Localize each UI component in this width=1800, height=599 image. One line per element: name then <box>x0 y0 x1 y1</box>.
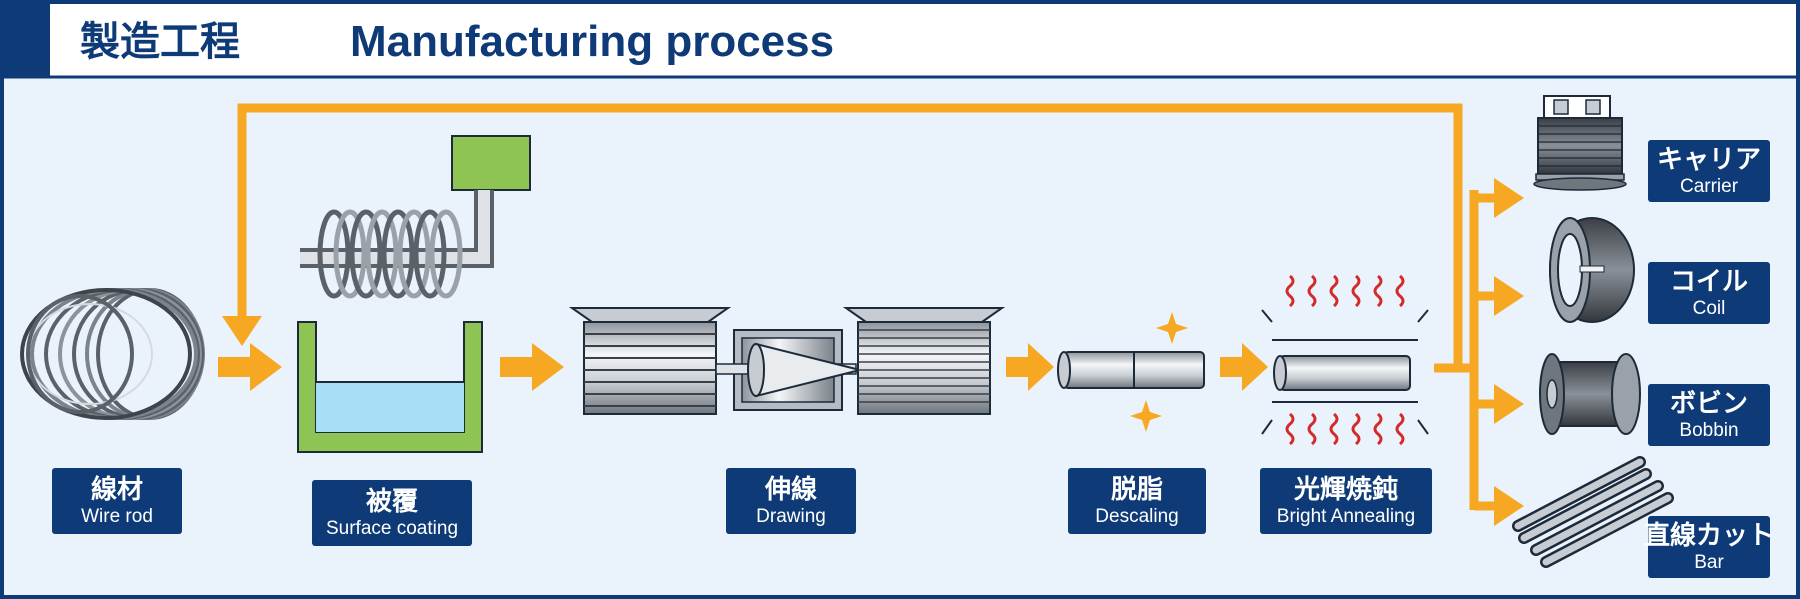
output-label-en: Bobbin <box>1679 420 1739 441</box>
flow-arrow-4 <box>1220 343 1268 391</box>
step-label-wire-rod: 線材 Wire rod <box>52 468 182 534</box>
descaling-rod-icon <box>1057 312 1205 432</box>
step-label-jp: 被覆 <box>365 487 418 517</box>
output-label-jp: コイル <box>1669 267 1748 297</box>
annealing-rod-icon <box>1261 274 1429 446</box>
output-label-bar: 直線カット Bar <box>1644 516 1774 578</box>
flow-arrow-2 <box>500 343 564 391</box>
carrier-icon <box>1533 95 1627 191</box>
step-label-surface-coating: 被覆 Surface coating <box>312 480 472 546</box>
wire-rod-coil-icon <box>20 288 205 420</box>
return-loop-arrow <box>237 103 1463 368</box>
sparkle-icon <box>1130 400 1162 432</box>
sparkle-icon <box>1156 312 1188 344</box>
step-label-jp: 伸線 <box>764 475 817 505</box>
output-label-bobbin: ボビン Bobbin <box>1648 384 1770 446</box>
output-label-jp: ボビン <box>1669 389 1748 419</box>
step-label-bright-annealing: 光輝焼鈍 Bright Annealing <box>1260 468 1432 534</box>
page-title-english: Manufacturing process <box>350 17 835 66</box>
bobbin-icon <box>1539 353 1641 435</box>
step-label-jp: 光輝焼鈍 <box>1293 475 1398 505</box>
header-band <box>4 4 1796 76</box>
heat-wave-icon <box>1285 274 1405 446</box>
step-label-en: Drawing <box>756 506 826 527</box>
coil-icon <box>1549 217 1635 323</box>
coating-apparatus-icon <box>297 135 531 453</box>
step-label-jp: 脱脂 <box>1110 475 1163 505</box>
output-label-en: Coil <box>1692 298 1726 319</box>
flow-arrow-1 <box>218 343 282 391</box>
flow-arrow-3 <box>1006 343 1054 391</box>
return-arrow-head <box>222 316 262 346</box>
output-label-jp: 直線カット <box>1644 521 1775 551</box>
step-label-en: Wire rod <box>81 506 153 527</box>
flow-arrows <box>218 343 1268 391</box>
step-label-en: Surface coating <box>325 518 459 539</box>
output-label-carrier: キャリア Carrier <box>1648 140 1770 202</box>
output-distribution-arrows <box>1434 178 1524 526</box>
output-label-coil: コイル Coil <box>1648 262 1770 324</box>
bar-icon <box>1512 456 1674 568</box>
step-label-descaling: 脱脂 Descaling <box>1068 468 1206 534</box>
drawing-machine-icon <box>568 307 1006 415</box>
output-label-jp: キャリア <box>1656 145 1761 175</box>
step-label-drawing: 伸線 Drawing <box>726 468 856 534</box>
output-label-en: Bar <box>1694 552 1724 573</box>
step-label-en: Descaling <box>1095 506 1179 527</box>
page-title-japanese: 製造工程 <box>80 19 240 65</box>
header-accent-bar <box>4 4 50 76</box>
step-label-jp: 線材 <box>90 475 143 505</box>
step-label-en: Bright Annealing <box>1276 506 1416 527</box>
output-label-en: Carrier <box>1679 176 1739 197</box>
